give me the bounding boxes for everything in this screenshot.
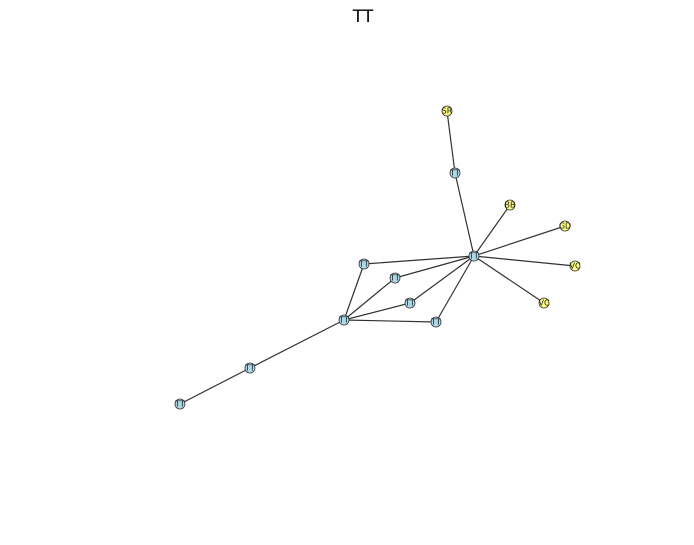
graph-node-circle xyxy=(468,250,480,262)
graph-node-circle xyxy=(244,362,256,374)
graph-node-sr: SR xyxy=(441,105,453,117)
graph-node-hub2: TT xyxy=(338,314,350,326)
graph-node-label: VC xyxy=(538,299,549,308)
graph-node-circle xyxy=(569,260,581,272)
graph-node-c: TT xyxy=(404,297,416,309)
graph-edge-n_a-n_hub xyxy=(363,255,475,265)
graph-node-e: TT xyxy=(244,362,256,374)
graph-node-circle xyxy=(389,272,401,284)
graph-edge-n_a-n_hub2 xyxy=(343,263,365,321)
graph-edge-n_b-n_hub2 xyxy=(343,277,396,321)
graph-node-label: TT xyxy=(404,299,415,308)
graph-edge-n_vc2-n_hub xyxy=(473,255,545,304)
graph-node-circle xyxy=(174,398,186,410)
graph-node-circle xyxy=(358,258,370,270)
graph-edge-n_hub2-n_e xyxy=(249,319,345,369)
graph-node-label: TT xyxy=(358,260,369,269)
graph-node-circle xyxy=(404,297,416,309)
graph-edge-n_b-n_hub xyxy=(394,255,475,279)
graph-node-label: TT xyxy=(449,169,460,178)
graph-node-circle xyxy=(338,314,350,326)
graph-node-circle xyxy=(559,220,571,232)
diagram-title: TT xyxy=(352,7,374,27)
graph-node-vc2: VC xyxy=(538,297,550,309)
graph-node-bb: BB xyxy=(504,199,516,211)
graph-node-circle xyxy=(504,199,516,211)
graph-node-label: BB xyxy=(505,201,516,210)
node-layer: SR TT BB GD TT VC VC TT TT TT TT TT TT TT xyxy=(174,105,581,410)
graph-node-circle xyxy=(538,297,550,309)
graph-node-circle xyxy=(441,105,453,117)
graph-node-label: VC xyxy=(569,262,580,271)
graph-node-label: SR xyxy=(442,107,453,116)
graph-edge-n_e-n_f xyxy=(179,367,251,405)
graph-edge-n_sr-n_top xyxy=(446,110,456,174)
graph-edge-n_gd-n_hub xyxy=(473,225,566,257)
graph-edge-n_c-n_hub xyxy=(409,255,475,304)
graph-node-label: TT xyxy=(468,252,479,261)
graph-node-vc1: VC xyxy=(569,260,581,272)
graph-edge-n_d-n_hub xyxy=(435,255,475,323)
graph-node-label: TT xyxy=(338,316,349,325)
graph-node-label: TT xyxy=(389,274,400,283)
graph-node-f: TT xyxy=(174,398,186,410)
graph-node-hub: TT xyxy=(468,250,480,262)
graph-edge-n_top-n_hub xyxy=(454,172,475,257)
graph-node-circle xyxy=(430,316,442,328)
graph-node-gd: GD xyxy=(559,220,571,232)
graph-node-b: TT xyxy=(389,272,401,284)
graph-edge-n_vc1-n_hub xyxy=(473,255,576,267)
graph-edge-n_c-n_hub2 xyxy=(343,302,411,321)
graph-node-a: TT xyxy=(358,258,370,270)
graph-node-d: TT xyxy=(430,316,442,328)
graph-node-label: TT xyxy=(430,318,441,327)
graph-node-label: GD xyxy=(559,222,571,231)
edge-layer xyxy=(179,110,576,405)
graph-edge-n_d-n_hub2 xyxy=(343,319,437,323)
graph-node-circle xyxy=(449,167,461,179)
graph-node-label: TT xyxy=(174,400,185,409)
graph-edge-n_bb-n_hub xyxy=(473,204,511,257)
graph-node-label: TT xyxy=(244,364,255,373)
graph-node-top: TT xyxy=(449,167,461,179)
